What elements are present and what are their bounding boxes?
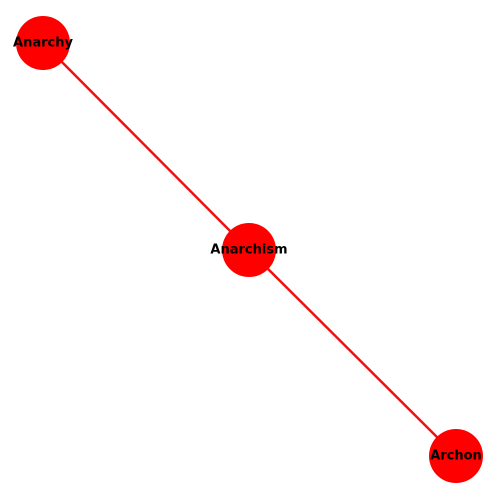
edge-anarchy-anarchism — [41, 41, 251, 252]
node-archon[interactable]: Archon — [429, 429, 483, 483]
node-anarchism-label: Anarchism — [210, 243, 287, 258]
edge-anarchism-archon — [247, 248, 458, 458]
node-anarchy-label: Anarchy — [13, 36, 73, 51]
node-anarchy[interactable]: Anarchy — [13, 16, 73, 70]
nodes-layer: Anarchy Anarchism Archon — [13, 16, 483, 483]
node-anarchy-circle — [16, 16, 70, 70]
node-anarchism[interactable]: Anarchism — [210, 223, 288, 277]
edges-layer — [41, 41, 458, 458]
node-archon-label: Archon — [430, 449, 482, 464]
node-anarchism-circle — [222, 223, 276, 277]
node-archon-circle — [429, 429, 483, 483]
